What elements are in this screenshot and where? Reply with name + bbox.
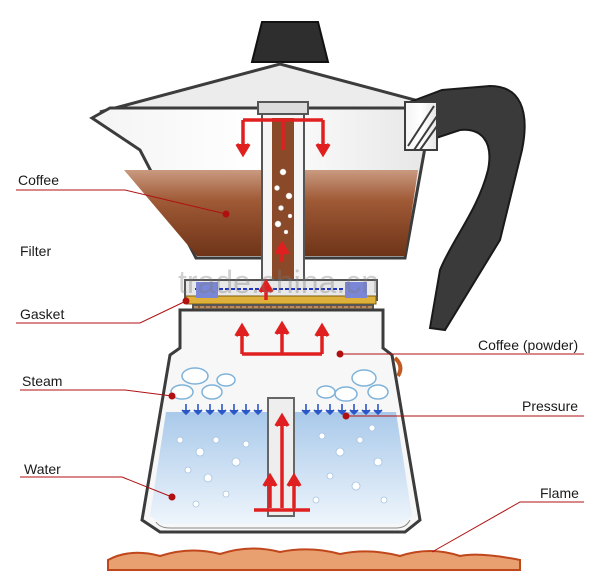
label-water: Water [24, 461, 61, 477]
label-flame: Flame [540, 485, 579, 501]
flame [108, 548, 520, 570]
label-steam: Steam [22, 373, 62, 389]
watermark: trade.china.cn [178, 264, 379, 301]
label-coffee-powder: Coffee (powder) [478, 337, 578, 353]
label-filter: Filter [20, 243, 51, 259]
label-coffee: Coffee [18, 172, 59, 188]
label-gasket: Gasket [20, 306, 64, 322]
lid-knob [252, 22, 328, 62]
label-pressure: Pressure [522, 398, 578, 414]
